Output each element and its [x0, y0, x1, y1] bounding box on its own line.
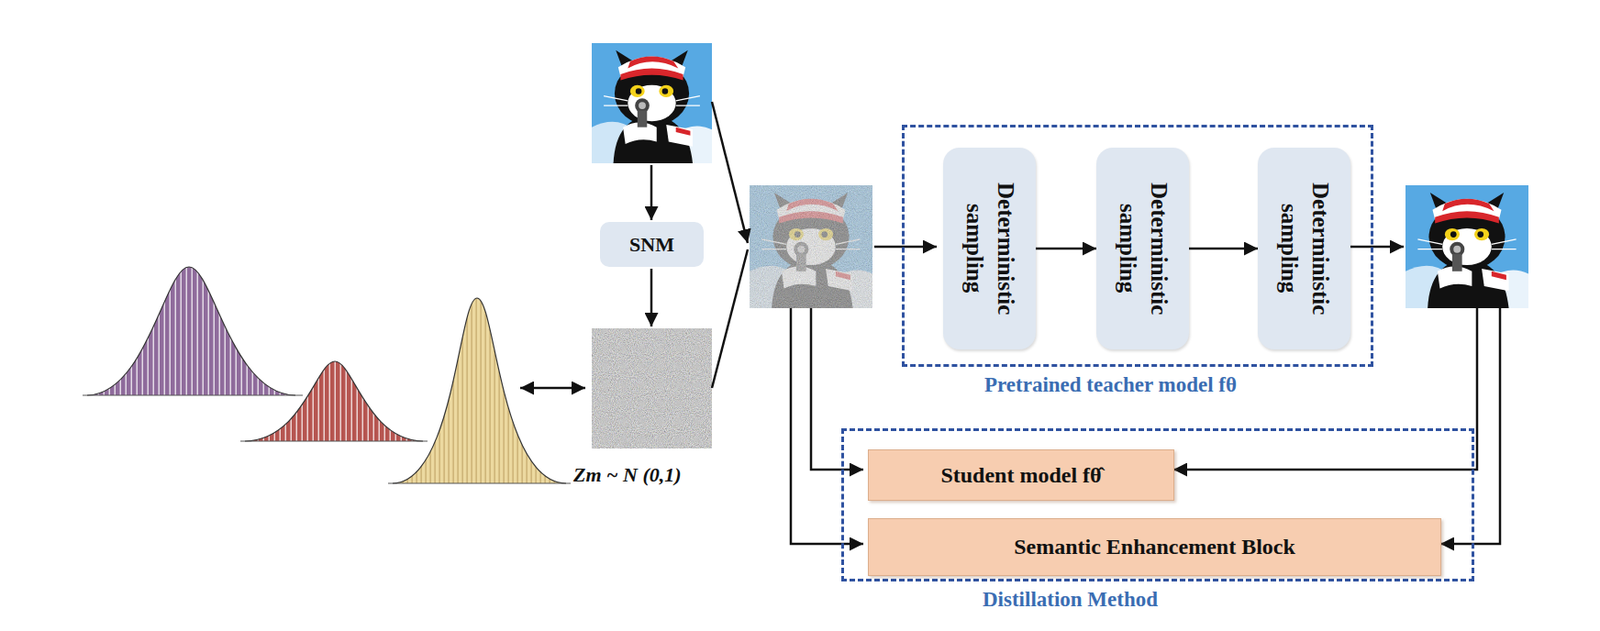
sampling-box: Deterministic sampling	[1257, 147, 1351, 350]
process-box: SNM	[600, 222, 704, 267]
sampling-box: Deterministic sampling	[943, 147, 1036, 350]
box-text: Deterministic sampling	[958, 166, 1022, 332]
double-arrow	[520, 387, 586, 390]
noise-image	[591, 328, 712, 449]
group-heading: Distillation Method	[982, 588, 1158, 612]
noisy-image	[749, 185, 873, 309]
clean-image	[591, 43, 712, 164]
flow-arrow	[1035, 247, 1097, 251]
box-text: Semantic Enhancement Block	[1013, 534, 1296, 560]
box-text: Deterministic sampling	[1111, 166, 1175, 332]
flow-arrow	[1188, 247, 1258, 251]
output-image	[1405, 185, 1529, 309]
box-text: SNM	[629, 233, 675, 257]
box-text: Student model fθ̂	[940, 463, 1101, 489]
formula-label: Zm ~ N (0,1)	[573, 463, 682, 488]
gaussian-curves	[82, 266, 571, 484]
student-box: Student model fθ̂	[867, 449, 1175, 501]
group-heading: Pretrained teacher model fθ	[984, 373, 1237, 398]
group-box: Pretrained teacher model fθDeterministic…	[901, 124, 1374, 367]
wires	[651, 101, 1500, 545]
group-box: Distillation MethodStudent model fθ̂Sema…	[841, 428, 1475, 582]
sampling-box: Deterministic sampling	[1096, 147, 1189, 350]
box-text: Deterministic sampling	[1273, 166, 1336, 332]
enhancement-box: Semantic Enhancement Block	[867, 518, 1442, 577]
